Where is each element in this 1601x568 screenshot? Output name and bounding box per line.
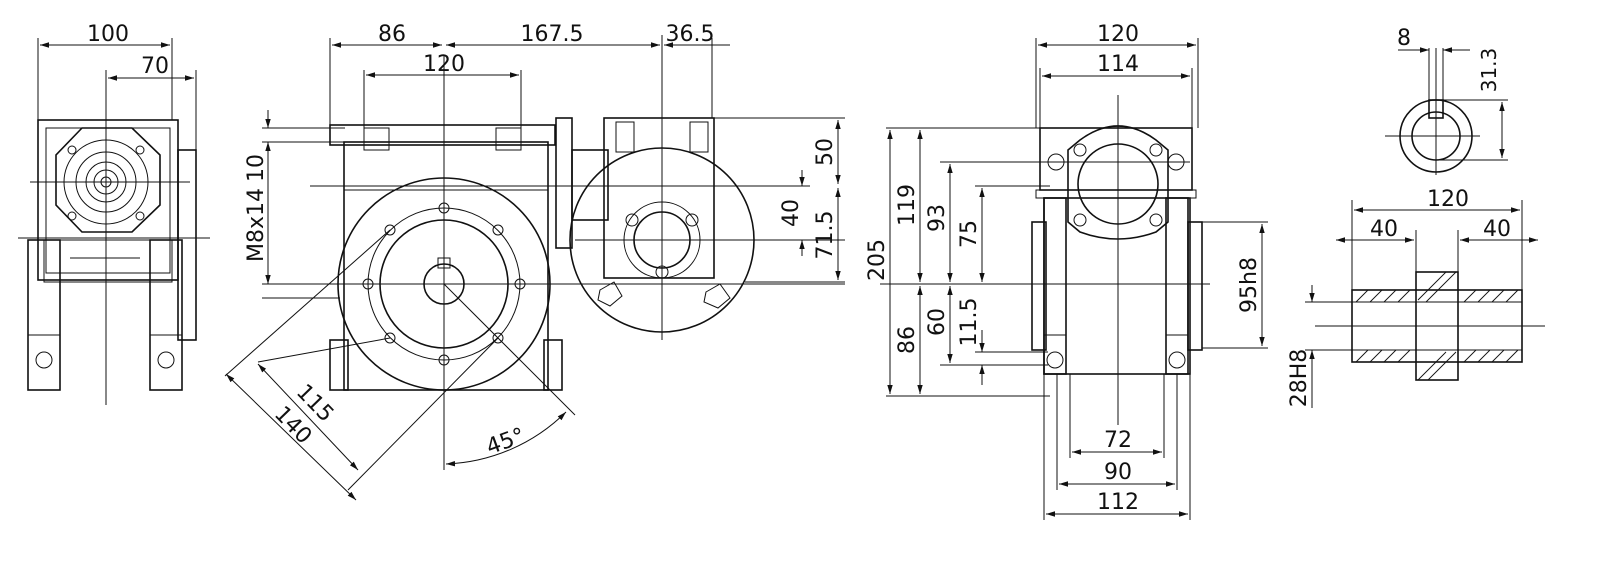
- dim-key-width: 8: [1397, 26, 1411, 51]
- front-input-bolt: [685, 213, 699, 227]
- dim-height-86: 86: [895, 326, 920, 354]
- dim-height-119: 119: [895, 184, 920, 226]
- dim-side-offset: 70: [141, 54, 169, 79]
- front-adapter-ring: [555, 117, 573, 249]
- side-octagon-cover: [55, 127, 161, 233]
- top-housing-upper: [1039, 127, 1193, 191]
- dim-flange-50: 50: [813, 138, 838, 166]
- dim-height-60: 60: [925, 308, 950, 336]
- top-flange-bolt: [1073, 213, 1087, 227]
- front-top-flange: [329, 124, 556, 146]
- dim-top-120: 120: [1097, 22, 1139, 47]
- side-view: 100 70: [18, 22, 210, 405]
- aux-line: [257, 337, 391, 363]
- top-foot-hole-right: [1168, 351, 1186, 369]
- dim-key-depth: 31.3: [1477, 48, 1501, 93]
- front-motor-boss-left: [597, 281, 623, 307]
- side-lower-body: [43, 239, 173, 283]
- angle-line: [443, 283, 576, 416]
- front-motor-lug-left: [615, 121, 635, 153]
- side-foot-hole-right: [157, 351, 175, 369]
- top-flange-bolt: [1073, 143, 1087, 157]
- dim-front-holes: 120: [423, 52, 465, 77]
- shaft-section: 120 40 40 28H8: [1287, 187, 1545, 408]
- dim-shaft-120: 120: [1427, 187, 1469, 212]
- side-foot-left: [27, 239, 61, 391]
- dim-front-right: 36.5: [666, 22, 715, 47]
- dim-height-205: 205: [865, 239, 890, 281]
- dim-angle: 45°: [483, 423, 528, 460]
- front-motor-lug-right: [689, 121, 709, 153]
- side-bolt-1: [67, 145, 77, 155]
- dim-front-10: 10: [244, 154, 269, 182]
- front-flange-hole: [492, 224, 504, 236]
- top-foot-hole-left: [1046, 351, 1064, 369]
- dim-spigot: 95h8: [1237, 257, 1262, 313]
- dim-front-mid: 167.5: [521, 22, 584, 47]
- dim-arc-45: [445, 411, 567, 467]
- dim-front-left: 86: [378, 22, 406, 47]
- dim-flange-71-5: 71.5: [813, 211, 838, 260]
- dim-base-72: 72: [1104, 428, 1132, 453]
- dim-height-11-5: 11.5: [957, 298, 982, 347]
- dim-shaft-40-left: 40: [1370, 217, 1398, 242]
- dim-flange-40: 40: [779, 199, 804, 227]
- front-motor-boss-right: [703, 283, 731, 309]
- dim-base-112: 112: [1097, 490, 1139, 515]
- dim-base-90: 90: [1104, 460, 1132, 485]
- pcd140-line: [347, 337, 499, 491]
- dim-height-75: 75: [957, 220, 982, 248]
- dim-thread: M8x14: [244, 188, 269, 262]
- side-housing-inner: [45, 127, 171, 274]
- top-foot-right: [1165, 197, 1189, 375]
- front-foot-right: [543, 339, 563, 391]
- top-foot-left: [1043, 197, 1067, 375]
- dim-bore: 28H8: [1287, 349, 1312, 408]
- side-bolt-4: [135, 211, 145, 221]
- side-foot-hole-left: [35, 351, 53, 369]
- dim-side-width: 100: [87, 22, 129, 47]
- top-view: 120 114 205 119 93 75 86 60 11.5 95h8: [865, 22, 1268, 520]
- top-input-flange: [1067, 125, 1169, 240]
- dim-shaft-40-right: 40: [1483, 217, 1511, 242]
- side-foot-right: [149, 239, 183, 391]
- front-lug-right: [495, 127, 522, 151]
- top-spigot-left: [1031, 221, 1047, 351]
- dim-height-93: 93: [925, 204, 950, 232]
- front-input-bolt: [625, 213, 639, 227]
- front-flange-hole: [384, 224, 396, 236]
- front-adapter-neck: [571, 149, 609, 221]
- pcd115-line: [224, 229, 391, 377]
- top-flange-bolt: [1149, 143, 1163, 157]
- shaft-hatching: [1355, 271, 1519, 381]
- front-flange-hole: [384, 332, 396, 344]
- top-housing-band: [1035, 189, 1197, 199]
- side-bolt-3: [67, 211, 77, 221]
- side-flange: [177, 149, 197, 341]
- keyway-detail: 8 31.3: [1385, 26, 1508, 175]
- front-lug-left: [363, 127, 390, 151]
- dim-line-140: [225, 373, 357, 501]
- side-bolt-2: [135, 145, 145, 155]
- top-flange-bolt: [1149, 213, 1163, 227]
- side-housing-outline: [37, 119, 179, 281]
- front-view: 86 167.5 36.5 120 10 M8x14 50 40 71.5 11…: [224, 22, 845, 501]
- front-flange-hole: [492, 332, 504, 344]
- dim-top-114: 114: [1097, 52, 1139, 77]
